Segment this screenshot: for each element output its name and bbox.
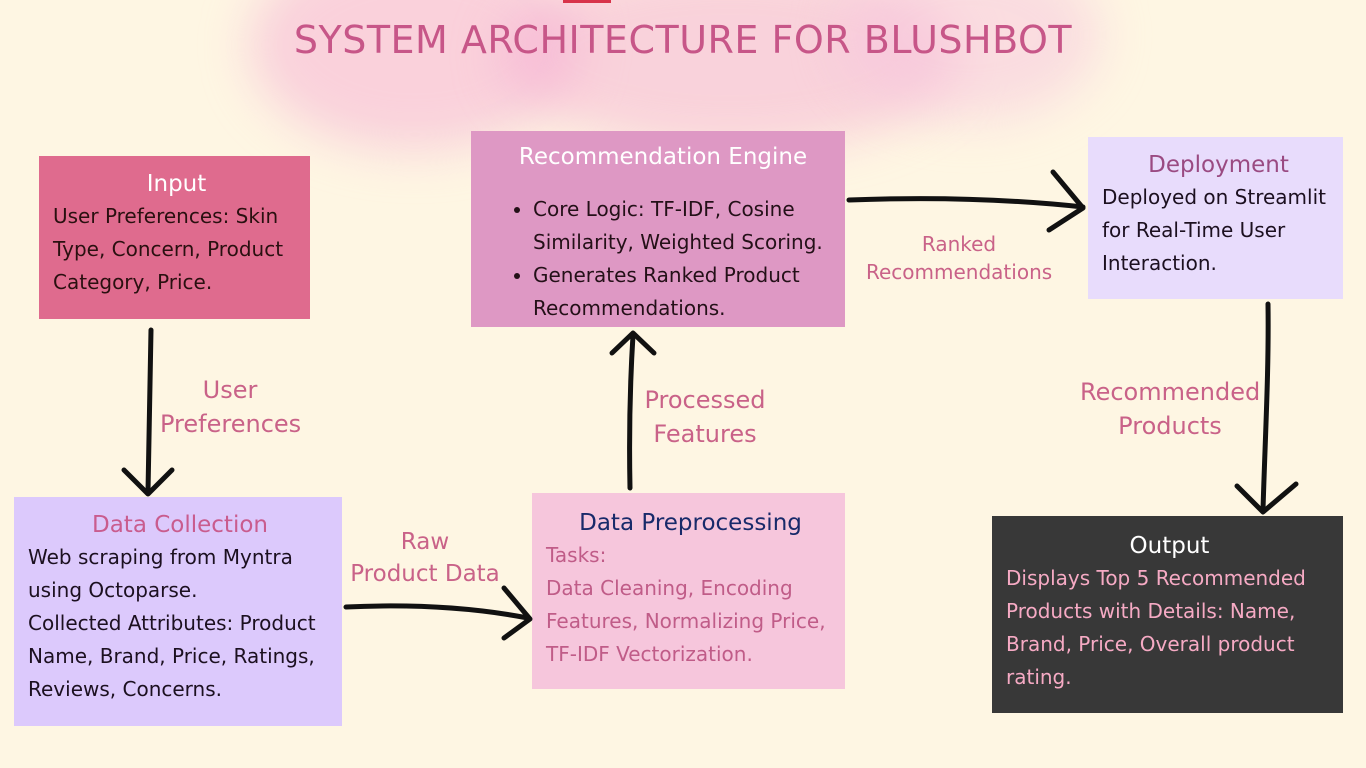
label-ranked-recommendations: Ranked Recommendations [866,230,1052,286]
arrow-engine-to-deployment [846,196,1086,210]
output-description: Displays Top 5 Recommended Products with… [1006,565,1306,689]
label-processed-features: Processed Features [640,384,770,451]
deployment-description: Deployed on Streamlit for Real-Time User… [1102,184,1326,275]
label-line: Recommendations [866,260,1053,284]
label-line: Product Data [350,561,500,588]
label-line: Processed [644,386,766,414]
label-line: Preferences [160,409,302,438]
data-preprocessing-node: Data Preprocessing Tasks: Data Cleaning,… [532,493,845,689]
arrowhead [1046,169,1086,233]
data-collection-attributes: Collected Attributes: Product Name, Bran… [28,610,316,701]
output-node: Output Displays Top 5 Recommended Produc… [992,516,1343,713]
label-line: Ranked [921,232,997,256]
label-line: Raw [400,529,450,555]
bullet-generates-ranked: Generates Ranked Product Recommendations… [533,259,833,325]
label-recommended-products: Recommended Products [1080,376,1260,443]
deployment-title: Deployment [1148,152,1289,178]
data-collection-title: Data Collection [92,512,268,538]
label-raw-product-data: Raw Product Data [350,526,500,590]
label-line: Products [1118,411,1222,440]
data-collection-node: Data Collection Web scraping from Myntra… [14,497,342,726]
title-accent-mark [563,0,611,3]
arrow-preprocessing-to-engine [627,332,636,491]
label-line: Features [653,419,757,448]
data-preprocessing-title: Data Preprocessing [579,510,802,536]
arrowhead [501,585,533,641]
label-line: Recommended [1080,378,1261,406]
recommendation-engine-node: Recommendation Engine Core Logic: TF-IDF… [471,131,845,327]
recommendation-engine-title: Recommendation Engine [518,144,808,170]
arrowhead [121,467,175,497]
arrow-collection-to-preprocessing [343,603,531,621]
diagram-title: SYSTEM ARCHITECTURE FOR BLUSHBOT [293,18,1073,62]
arrowhead [609,330,657,356]
bullet-core-logic: Core Logic: TF-IDF, Cosine Similarity, W… [533,193,833,259]
recommendation-engine-bullets: Core Logic: TF-IDF, Cosine Similarity, W… [493,193,833,325]
tasks-list: Data Cleaning, Encoding Features, Normal… [546,575,826,666]
data-collection-description: Web scraping from Myntra using Octoparse… [28,541,332,706]
label-user-preferences: User Preferences [160,374,302,441]
input-node: Input User Preferences: Skin Type, Conce… [39,156,310,319]
data-collection-source: Web scraping from Myntra using Octoparse… [28,544,293,602]
deployment-node: Deployment Deployed on Streamlit for Rea… [1088,137,1343,299]
arrow-deployment-to-output [1260,301,1271,513]
data-preprocessing-description: Tasks: Data Cleaning, Encoding Features,… [546,539,835,671]
output-title: Output [1129,533,1210,559]
arrow-input-to-collection [145,327,154,495]
input-title: Input [146,171,207,197]
input-description: User Preferences: Skin Type, Concern, Pr… [53,203,284,294]
tasks-label: Tasks: [546,542,607,567]
arrowhead [1234,481,1299,515]
label-line: User [202,376,258,404]
